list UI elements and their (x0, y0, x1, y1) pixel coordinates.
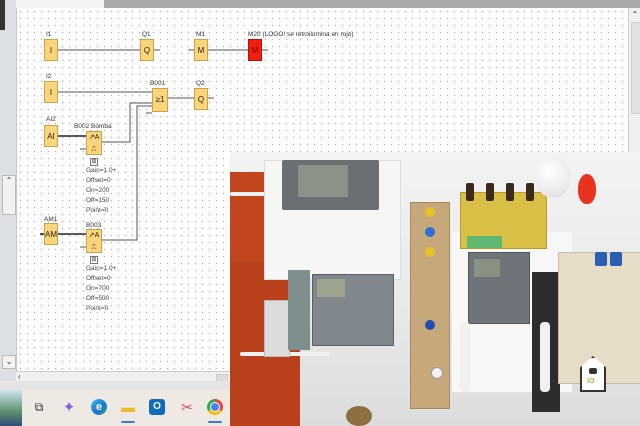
snipping-tool-icon: ✂ (181, 398, 193, 415)
logo-plc-main (312, 274, 394, 346)
block-label-i2: I2 (46, 73, 52, 80)
b002-param-point: Point=0 (86, 207, 109, 214)
outlook-button[interactable]: O (146, 396, 168, 418)
relay (506, 183, 514, 201)
block-label-am1: AM1 (44, 216, 58, 223)
windows-taskbar: ⧉ ✦ e ▬ O ✂ ◉ (0, 390, 230, 426)
b002-param-offset: Offset=0 (86, 177, 111, 184)
white-button (431, 367, 443, 379)
scroll-up-icon[interactable]: ⌃ (5, 176, 13, 185)
block-label-b003: B003 (86, 222, 102, 229)
block-q2[interactable]: Q (194, 88, 208, 110)
webcam-video-overlay (230, 152, 640, 426)
copilot-button[interactable]: ✦ (58, 396, 80, 418)
block-i2[interactable]: I (44, 81, 58, 103)
round-object (346, 406, 372, 426)
chrome-icon: ◉ (207, 399, 223, 415)
b002-param-gain: Gain=1.0+ (86, 167, 117, 174)
blue-button (425, 227, 435, 237)
plc-screen (317, 279, 345, 297)
edge-icon: e (91, 399, 107, 415)
logo-plc-secondary (468, 252, 530, 324)
white-lamp (535, 156, 571, 198)
analog-trigger-icon: ↗A (88, 232, 100, 239)
left-panel-strip: ⌃ ⌄ (0, 0, 17, 390)
yellow-button (425, 207, 435, 217)
scrollbar-thumb[interactable] (631, 22, 640, 114)
block-m1[interactable]: M (194, 39, 208, 61)
active-indicator (121, 421, 135, 423)
watermark-text: IO (587, 378, 595, 385)
left-panel-scrollbar[interactable]: ⌃ (2, 175, 16, 215)
block-label-q1: Q1 (142, 31, 151, 38)
edge-button[interactable]: e (88, 396, 110, 418)
b003-param-gain: Gain=1.0+ (86, 265, 117, 272)
editor-tab-bar (16, 0, 640, 8)
active-indicator (208, 421, 222, 423)
blue-button (425, 320, 435, 330)
copilot-icon: ✦ (62, 399, 76, 416)
wallpaper-thumbnail (0, 390, 22, 426)
scroll-left-icon[interactable]: ‹ (18, 372, 21, 381)
folder-icon: ▬ (121, 399, 135, 415)
task-view-icon: ⧉ (34, 399, 44, 414)
logo-tde-display (282, 160, 379, 210)
block-label-ai2: AI2 (46, 116, 56, 123)
b003-param-offset: Offset=0 (86, 275, 111, 282)
scroll-down-icon[interactable]: ⌄ (2, 355, 16, 369)
relay (466, 183, 474, 201)
cable (540, 322, 550, 392)
cable (230, 192, 290, 196)
block-q1[interactable]: Q (140, 39, 154, 61)
b003-param-off: Off=500 (86, 295, 110, 302)
pulse-icon: ⎍ (91, 244, 97, 251)
snipping-tool-button[interactable]: ✂ (176, 396, 198, 418)
block-label-m1: M1 (196, 31, 206, 38)
file-explorer-button[interactable]: ▬ (117, 396, 139, 423)
b002-param-off: Off=150 (86, 197, 110, 204)
pulse-icon: ⎍ (91, 146, 97, 153)
block-am1[interactable]: AM (44, 223, 58, 245)
tab-bar-fill (104, 0, 640, 8)
analog-trigger-icon: ↗A (88, 134, 100, 141)
relay (486, 183, 494, 201)
left-panel-edge (0, 0, 5, 30)
block-m20[interactable]: M (248, 39, 262, 61)
b002-param-on: On=200 (86, 187, 110, 194)
block-b003-threshold[interactable]: ↗A ⎍ (86, 229, 102, 253)
scroll-up-icon[interactable]: ⌃ (631, 10, 639, 19)
block-label-b001: B001 (150, 80, 166, 87)
block-i1[interactable]: I (44, 39, 58, 61)
plc-screen (474, 259, 500, 277)
red-lamp (578, 174, 596, 204)
expand-params-icon[interactable]: ⊞ (90, 158, 98, 166)
block-b001-or[interactable]: ≥1 (152, 88, 168, 112)
b003-param-on: On=700 (86, 285, 110, 292)
relay (526, 183, 534, 201)
chrome-button[interactable]: ◉ (204, 396, 226, 423)
cable (460, 322, 470, 392)
block-ai2[interactable]: AI (44, 125, 58, 147)
block-label-b002: B002 Bomba (74, 123, 112, 130)
circuit-breaker (264, 300, 290, 357)
status-bar (0, 381, 230, 390)
power-module (288, 270, 310, 350)
b003-param-point: Point=0 (86, 305, 109, 312)
block-label-m20: M20 (LOGO! se retroilumina en rojo) (248, 31, 354, 38)
chrome-icon-center: ◉ (210, 402, 220, 412)
expand-params-icon[interactable]: ⊞ (90, 256, 98, 264)
outlook-icon: O (149, 399, 165, 415)
task-view-button[interactable]: ⧉ (28, 396, 50, 418)
blue-capacitor (610, 252, 622, 266)
blue-capacitor (595, 252, 607, 266)
hmi-screen (298, 165, 348, 197)
block-b002-threshold[interactable]: ↗A ⎍ (86, 131, 102, 155)
block-label-i1: I1 (46, 31, 52, 38)
block-label-q2: Q2 (196, 80, 205, 87)
robot-icon (589, 368, 597, 374)
yellow-button (425, 247, 435, 257)
terminal-block (467, 236, 502, 248)
